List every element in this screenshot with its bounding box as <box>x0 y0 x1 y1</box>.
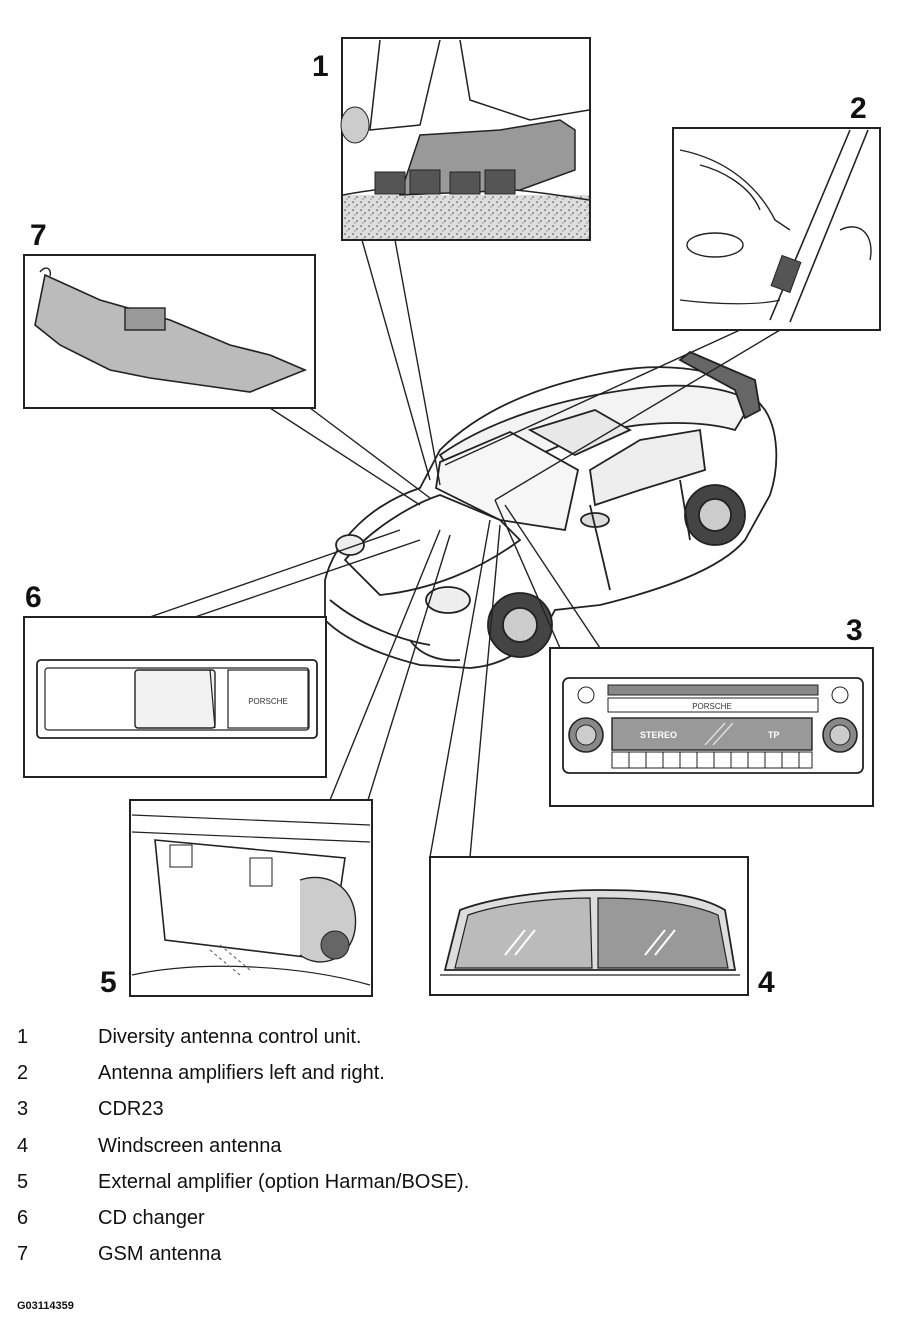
legend-number: 5 <box>17 1171 29 1193</box>
panel-gsm-antenna <box>23 254 316 409</box>
legend-label: GSM antenna <box>98 1243 222 1265</box>
legend-item: 3 CDR23 <box>0 1094 900 1124</box>
callout-number-6: 6 <box>25 581 42 614</box>
legend-number: 4 <box>17 1135 29 1157</box>
legend-number: 6 <box>17 1207 29 1229</box>
leader-lines <box>149 239 781 858</box>
component-location-diagram: PORSCHE PORSCHE STEREO TP <box>23 37 881 999</box>
callout-number-3: 3 <box>846 614 863 647</box>
legend-label: CDR23 <box>98 1098 164 1120</box>
legend-item: 2 Antenna amplifiers left and right. <box>0 1058 900 1088</box>
legend-item: 7 GSM antenna <box>0 1239 900 1269</box>
panel-cd-changer: PORSCHE <box>23 616 327 778</box>
panel-diversity-control-unit <box>340 37 591 241</box>
radio-brand: PORSCHE <box>692 702 732 711</box>
figure-code: G03114359 <box>17 1300 74 1312</box>
legend-label: Antenna amplifiers left and right. <box>98 1062 385 1084</box>
callout-number-5: 5 <box>100 966 117 999</box>
legend-label: CD changer <box>98 1207 205 1229</box>
legend-number: 1 <box>17 1026 29 1048</box>
legend-number: 2 <box>17 1062 29 1084</box>
callout-number-2: 2 <box>850 92 867 125</box>
legend-item: 1 Diversity antenna control unit. <box>0 1022 900 1052</box>
legend-item: 5 External amplifier (option Harman/BOSE… <box>0 1167 900 1197</box>
legend-label: Diversity antenna control unit. <box>98 1026 362 1048</box>
panel-cdr23-radio: PORSCHE STEREO TP <box>549 647 874 807</box>
panel-windscreen-antenna <box>429 856 749 996</box>
radio-display-stereo: STEREO <box>640 730 677 740</box>
legend-label: Windscreen antenna <box>98 1135 282 1157</box>
callout-number-4: 4 <box>758 966 775 999</box>
radio-display-tp: TP <box>768 730 780 740</box>
legend-label: External amplifier (option Harman/BOSE). <box>98 1171 470 1193</box>
panel-antenna-amplifiers <box>672 127 881 331</box>
callout-number-7: 7 <box>30 219 47 252</box>
legend-item: 6 CD changer <box>0 1203 900 1233</box>
legend-number: 7 <box>17 1243 29 1265</box>
cd-changer-brand: PORSCHE <box>248 697 288 706</box>
legend-item: 4 Windscreen antenna <box>0 1131 900 1161</box>
callout-number-1: 1 <box>312 50 329 83</box>
legend-number: 3 <box>17 1098 29 1120</box>
car-illustration <box>324 350 778 669</box>
panel-external-amplifier <box>129 799 373 997</box>
